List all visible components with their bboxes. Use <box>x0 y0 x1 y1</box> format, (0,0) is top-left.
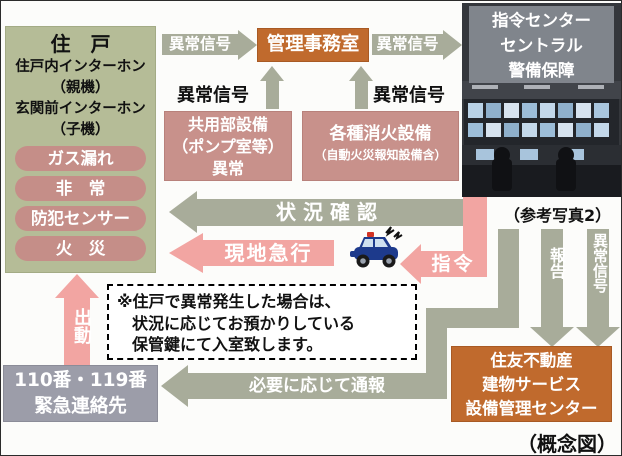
residence-line-intercom-entrance: 玄関前インターホン <box>15 101 146 117</box>
command-center-title-overlay: 指令センター セントラル 警備保障 <box>469 6 614 83</box>
report-arrow: 報告 <box>541 229 566 327</box>
arrowhead-up-icon <box>55 274 99 298</box>
sumitomo-line-3: 設備管理センター <box>465 399 598 418</box>
arrowhead-right-icon <box>238 30 257 60</box>
command-center-line-2: セントラル <box>500 36 583 55</box>
note-line-2: 状況に応じてお預かりしている <box>132 313 356 333</box>
dispatch-label: 出動 <box>71 308 92 344</box>
residence-line-intercom-parent: 住戸内インターホン <box>15 59 146 75</box>
management-office-box: 管理事務室 <box>257 28 369 62</box>
residence-line-parent-unit: （親機） <box>51 80 110 96</box>
notify-path-horizontal <box>426 308 519 328</box>
rush-to-site-label: 現地急行 <box>224 241 313 265</box>
abnormal-signal-arrow-to-center-label: 異常信号 <box>376 35 439 53</box>
management-office-label: 管理事務室 <box>266 34 360 55</box>
alarm-pill-security-sensor: 防犯センサー <box>15 206 146 231</box>
security-car-icon <box>342 223 404 271</box>
abnormal-signal-down-label: 異常信号 <box>591 233 609 293</box>
arrowhead-left-icon <box>169 191 197 233</box>
alarm-pill-gas-leak: ガス漏れ <box>15 146 146 171</box>
notify-label: 必要に応じて通報 <box>249 376 385 396</box>
common-equipment-box: 共用部設備 （ポンプ室等） 異常 <box>164 111 292 181</box>
signal-up-left-label: 異常信号 <box>177 85 249 106</box>
arrowhead-left-icon <box>400 244 421 284</box>
fire-equipment-box: 各種消火設備 （自動火災報知設備含） <box>302 111 459 181</box>
notify-arrow-body: 必要に応じて通報 <box>187 373 447 399</box>
emergency-line-1: 110番・119番 <box>14 370 147 391</box>
arrowhead-up-icon <box>260 66 284 81</box>
alarm-pill-fire: 火 災 <box>15 236 146 261</box>
sumitomo-management-center-box: 住友不動産 建物サービス 設備管理センター <box>451 346 612 422</box>
abnormal-signal-down-arrow: 異常信号 <box>587 229 609 327</box>
status-check-arrow: 状況確認 <box>197 199 463 226</box>
arrowhead-left-icon <box>161 365 188 407</box>
report-label: 報告 <box>547 247 566 279</box>
common-equipment-line-1: 共用部設備 <box>187 115 268 134</box>
signal-up-right-label: 異常信号 <box>373 85 445 106</box>
arrowhead-right-icon <box>443 30 462 60</box>
note-line-3: 保管鍵にて入室致します。 <box>132 335 323 354</box>
fire-equipment-line-2: （自動火災報知設備含） <box>314 148 447 162</box>
residence-line-child-unit: （子機） <box>51 122 110 138</box>
alarm-pill-emergency: 非 常 <box>15 176 146 201</box>
note-line-1: ※住戸で異常発生した場合は、 <box>117 292 341 311</box>
command-center-line-1: 指令センター <box>492 11 591 30</box>
key-entry-note: ※住戸で異常発生した場合は、 状況に応じてお預かりしている 保管鍵にて入室致しま… <box>107 284 417 360</box>
emergency-contact-box: 110番・119番 緊急連絡先 <box>3 365 158 422</box>
notify-path-vertical-2 <box>426 308 447 386</box>
common-equipment-line-3: 異常 <box>211 159 244 178</box>
abnormal-signal-arrow-to-center: 異常信号 <box>372 34 443 55</box>
signal-up-arrow-left <box>266 80 279 109</box>
residence-title: 住 戸 <box>50 32 111 56</box>
dispatch-arrow: 出動 <box>64 296 92 365</box>
status-check-label: 状況確認 <box>276 200 384 224</box>
fire-equipment-line-1: 各種消火設備 <box>329 124 432 144</box>
footer-caption: （概念図） <box>517 432 617 456</box>
sumitomo-line-2: 建物サービス <box>482 375 581 394</box>
arrowhead-down-icon <box>530 327 574 347</box>
sumitomo-line-1: 住友不動産 <box>490 351 573 370</box>
abnormal-signal-arrow-to-office-label: 異常信号 <box>168 35 231 53</box>
command-center-line-3: 警備保障 <box>508 61 575 80</box>
signal-up-arrow-right <box>355 80 368 109</box>
photo-caption: （参考写真2） <box>504 206 612 225</box>
command-center-photo: 指令センター セントラル 警備保障 <box>462 3 621 197</box>
arrowhead-up-icon <box>349 66 373 81</box>
command-arrow-body: 指令 <box>420 251 487 277</box>
emergency-line-2: 緊急連絡先 <box>34 396 127 417</box>
notify-path-vertical-1 <box>498 229 519 328</box>
arrowhead-left-icon <box>169 233 203 273</box>
abnormal-signal-arrow-to-office: 異常信号 <box>162 34 238 55</box>
residence-box: 住 戸 住戸内インターホン （親機） 玄関前インターホン （子機） ガス漏れ 非… <box>5 26 156 273</box>
rush-to-site-arrow: 現地急行 <box>203 240 334 266</box>
common-equipment-line-2: （ポンプ室等） <box>172 137 284 156</box>
arrowhead-down-icon <box>576 327 620 347</box>
command-label: 指令 <box>431 253 476 275</box>
